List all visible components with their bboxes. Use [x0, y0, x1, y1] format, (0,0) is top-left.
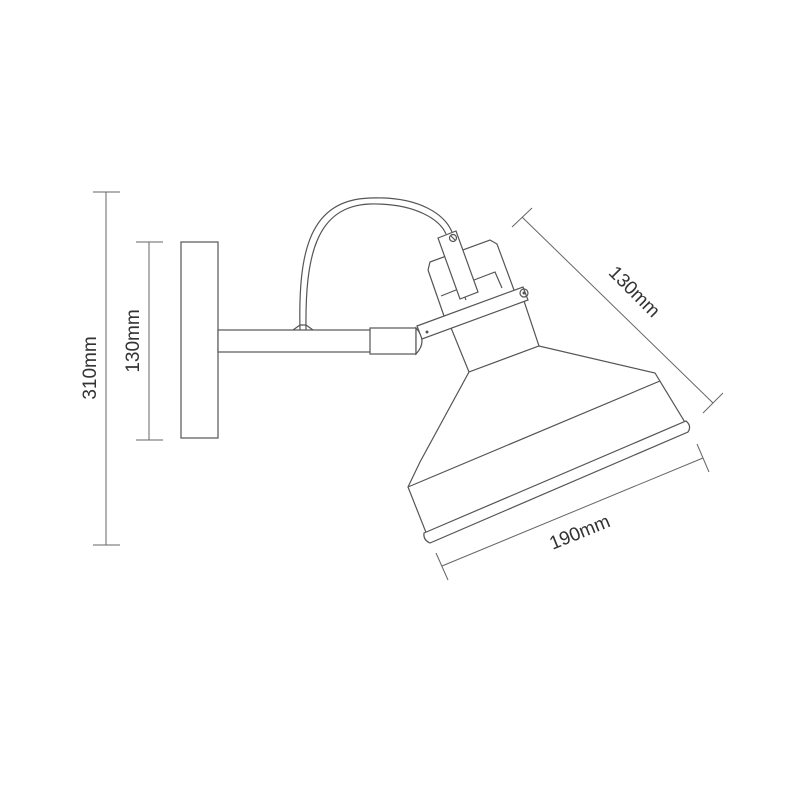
lamp-arm [217, 197, 453, 356]
overall-height-label: 310mm [80, 336, 101, 399]
overall-height-dimension: 310mm [80, 191, 120, 546]
backplate-height-dimension: 130mm [123, 241, 163, 441]
backplate-height-label: 130mm [123, 309, 144, 372]
arm-knuckle [369, 327, 417, 355]
wall-backplate [180, 241, 219, 439]
lamp-shade [407, 230, 691, 544]
shade-height-label: 130mm [604, 262, 664, 322]
shade-diameter-label: 190mm [547, 511, 614, 554]
